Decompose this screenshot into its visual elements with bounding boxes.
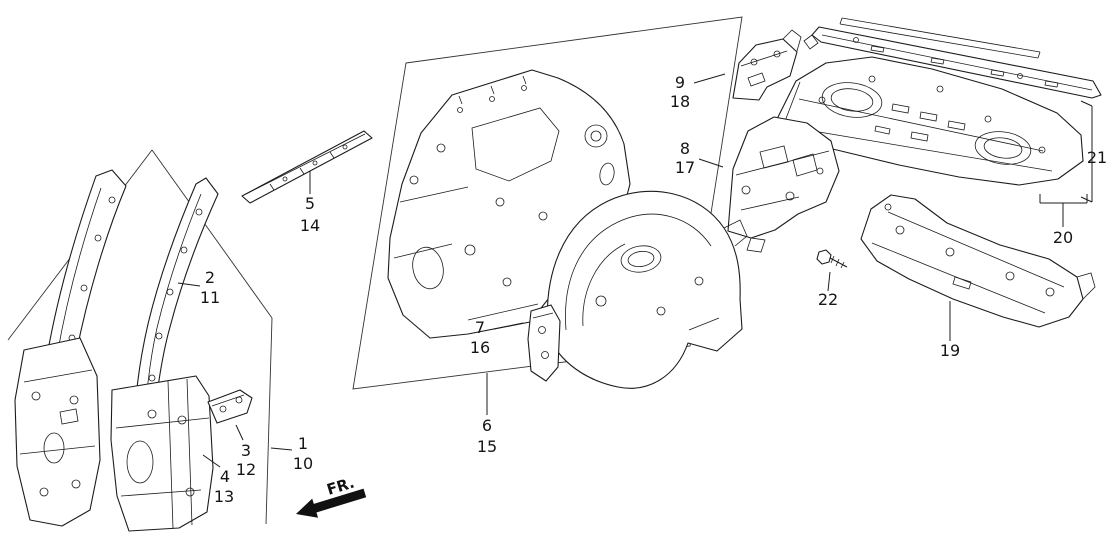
front-roof-rail xyxy=(241,130,373,204)
callout-label: 19 xyxy=(940,341,960,360)
leader-line xyxy=(270,447,293,451)
callout-9-18: 9 18 xyxy=(670,73,726,111)
callout-label: 3 xyxy=(241,441,251,460)
callout-label: 21 xyxy=(1087,148,1107,167)
rear-wheelhouse xyxy=(546,190,748,389)
rear-floor-crossmember xyxy=(860,194,1096,328)
callout-label: 13 xyxy=(214,487,234,506)
callout-label: 6 xyxy=(482,416,492,435)
callout-5-14: 5 14 xyxy=(300,171,320,235)
callout-20: 20 xyxy=(1039,194,1088,247)
pillar-bracket xyxy=(207,389,253,424)
callout-2-11: 2 11 xyxy=(177,268,220,307)
bulkhead-bracket xyxy=(732,29,802,101)
callout-label: 1 xyxy=(298,434,308,453)
sill-extension xyxy=(14,337,101,527)
callout-22: 22 xyxy=(818,271,838,309)
callout-label: 11 xyxy=(200,288,220,307)
leader-line xyxy=(493,322,524,330)
callout-21: 21 xyxy=(1080,100,1107,203)
callout-7-16: 7 16 xyxy=(470,318,524,357)
quarter-panel-inner xyxy=(387,69,631,339)
callout-label: 17 xyxy=(675,158,695,177)
leader-line xyxy=(698,158,724,168)
leader-line xyxy=(202,454,221,468)
rear-shelf-panel xyxy=(777,56,1084,186)
callout-label: 5 xyxy=(305,194,315,213)
callout-label: 22 xyxy=(818,290,838,309)
callout-label: 16 xyxy=(470,338,490,357)
callout-1-10: 1 10 xyxy=(270,434,313,473)
callout-label: 12 xyxy=(236,460,256,479)
callout-label: 15 xyxy=(477,437,497,456)
fr-arrow-icon xyxy=(296,488,367,518)
callout-3-12: 3 12 xyxy=(235,424,256,479)
callout-label: 18 xyxy=(670,92,690,111)
rear-rail xyxy=(803,17,1102,99)
callout-6-15: 6 15 xyxy=(477,373,497,456)
callout-label: 14 xyxy=(300,216,320,235)
callout-19: 19 xyxy=(940,301,960,360)
callout-label: 4 xyxy=(220,467,230,486)
callout-label: 10 xyxy=(293,454,313,473)
callout-label: 20 xyxy=(1053,228,1073,247)
fr-direction: FR. xyxy=(296,474,367,518)
callout-4-13: 4 13 xyxy=(202,454,234,506)
wheelhouse-extension xyxy=(527,304,561,382)
leader-line xyxy=(177,282,201,287)
leader-line xyxy=(827,271,831,292)
callout-label: 8 xyxy=(680,139,690,158)
leader-line xyxy=(235,424,244,441)
leader-line xyxy=(693,73,726,84)
bolt xyxy=(816,249,848,269)
callout-label: 2 xyxy=(205,268,215,287)
callout-label: 7 xyxy=(475,318,485,337)
rear-bulkhead-panel xyxy=(727,116,840,253)
callout-label: 9 xyxy=(675,73,685,92)
center-pillar-inner xyxy=(110,375,214,532)
bracket-line xyxy=(1039,194,1088,227)
callout-8-17: 8 17 xyxy=(675,139,724,177)
